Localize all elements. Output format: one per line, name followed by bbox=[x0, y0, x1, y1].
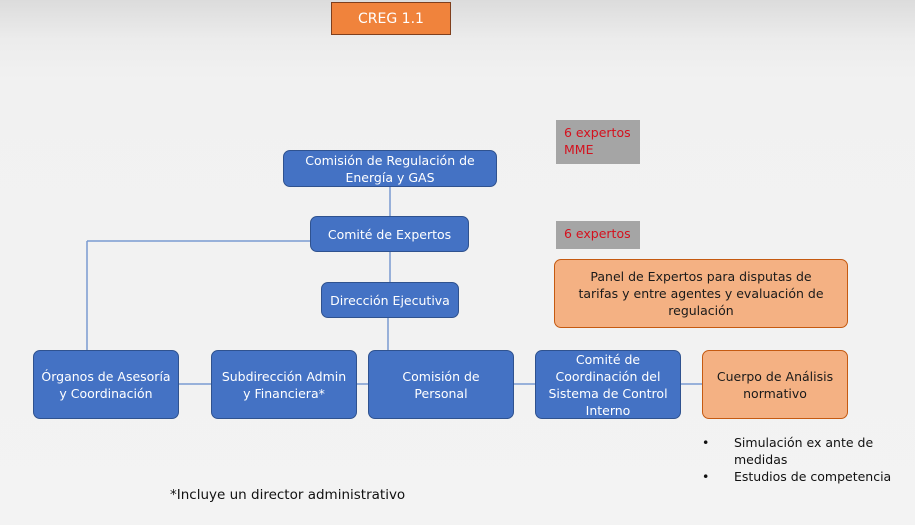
box-comision-personal: Comisión de Personal bbox=[368, 350, 514, 419]
box-direccion-ejecutiva: Dirección Ejecutiva bbox=[321, 282, 459, 318]
box-panel-expertos: Panel de Expertos para disputas de tarif… bbox=[554, 259, 848, 328]
box-comite-expertos: Comité de Expertos bbox=[310, 216, 469, 252]
box-cuerpo-analisis: Cuerpo de Análisis normativo bbox=[702, 350, 848, 419]
note-six-experts: 6 expertos bbox=[556, 221, 640, 249]
note-six-experts-mme: 6 expertos MME bbox=[556, 120, 640, 164]
analysis-bullet-list: Simulación ex ante de medidas Estudios d… bbox=[698, 434, 908, 485]
slide-title-tag: CREG 1.1 bbox=[331, 2, 451, 35]
bullet-item: Estudios de competencia bbox=[698, 468, 908, 485]
box-comite-control-interno: Comité de Coordinación del Sistema de Co… bbox=[535, 350, 681, 419]
box-organos-asesoria: Órganos de Asesoría y Coordinación bbox=[33, 350, 179, 419]
box-subdireccion: Subdirección Admin y Financiera* bbox=[211, 350, 357, 419]
box-creg: Comisión de Regulación de Energía y GAS bbox=[283, 150, 497, 187]
bullet-item: Simulación ex ante de medidas bbox=[698, 434, 908, 468]
footnote: *Incluye un director administrativo bbox=[170, 487, 406, 503]
